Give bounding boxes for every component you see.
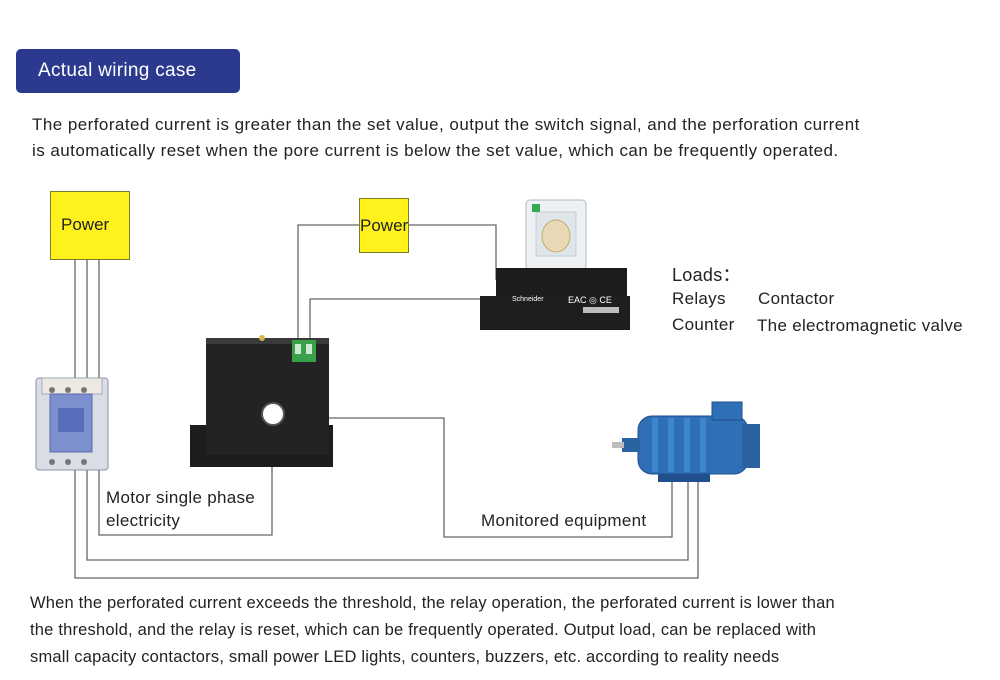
monitored-equipment-label: Monitored equipment <box>481 511 647 530</box>
relay-image: Schneider EAC ◎ CE <box>480 199 630 330</box>
outro-paragraph: When the perforated current exceeds the … <box>30 590 980 671</box>
relay-marks-text: EAC ◎ CE <box>568 295 612 305</box>
outro-line-2: the threshold, and the relay is reset, w… <box>30 621 817 639</box>
loads-contactor: Contactor <box>758 289 835 308</box>
wire-loop-middle <box>86 468 689 561</box>
wire-power-relay <box>409 224 497 280</box>
loads-relays: Relays <box>672 289 726 308</box>
loads-title: Loads： <box>672 265 741 285</box>
motor-label-line-2: electricity <box>106 511 181 530</box>
motor-image <box>612 401 760 482</box>
motor-label-line-1: Motor single phase <box>106 488 256 507</box>
outro-line-1: When the perforated current exceeds the … <box>30 594 835 612</box>
intro-line-2: is automatically reset when the pore cur… <box>32 141 839 160</box>
wire-loop-outer <box>74 468 699 579</box>
intro-line-1: The perforated current is greater than t… <box>32 115 860 134</box>
wire-sensor-relay <box>309 298 496 345</box>
wire-monitored <box>272 417 673 538</box>
outro-line-3: small capacity contactors, small power L… <box>30 648 780 666</box>
loads-electromagnetic-valve: The electromagnetic valve <box>757 316 963 335</box>
section-title-badge: Actual wiring case <box>16 49 240 93</box>
current-sensor-image <box>190 335 333 467</box>
relay-brand-text: Schneider <box>512 296 544 303</box>
power-box-left: Power <box>50 191 130 260</box>
wire-sensor-power <box>297 224 359 345</box>
power-box-middle: Power <box>359 198 409 253</box>
intro-paragraph: The perforated current is greater than t… <box>32 112 994 164</box>
contactor-image <box>35 377 109 471</box>
loads-counter: Counter <box>672 315 735 334</box>
